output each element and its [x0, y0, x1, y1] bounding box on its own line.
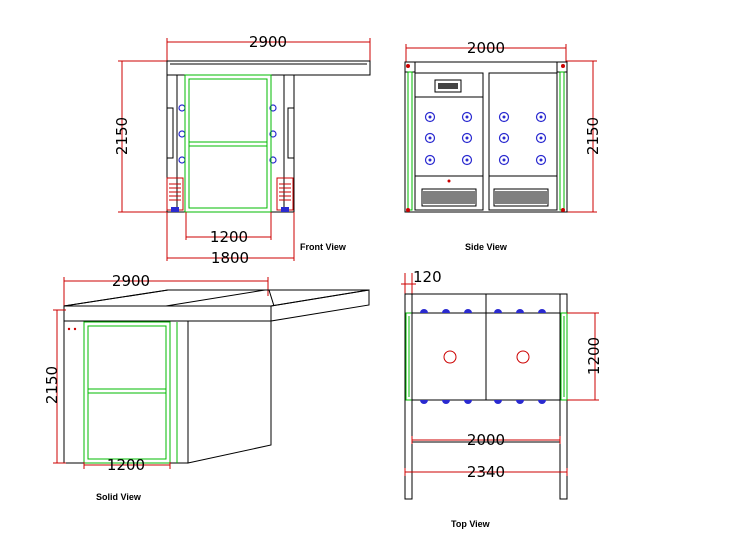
- front-door: [184, 74, 272, 213]
- solid-view-caption: Solid View: [96, 492, 142, 502]
- top-fan-left: [443, 350, 457, 364]
- solid-dim-total-width-label: 2900: [112, 272, 150, 290]
- side-return-grilles: [421, 188, 549, 207]
- solid-body-side: [187, 320, 272, 464]
- front-dim-height-label: 2150: [113, 117, 131, 155]
- front-dim-body-width: 1800: [166, 212, 295, 267]
- side-body: [404, 61, 568, 213]
- top-dim-depth: 1200: [567, 312, 603, 401]
- top-view: 120 1200: [401, 268, 603, 529]
- side-nozzles: [424, 111, 547, 166]
- front-dim-height: 2150: [113, 60, 170, 213]
- solid-body-front: [63, 320, 189, 464]
- top-dim-inner-width: 2000: [411, 431, 561, 449]
- side-control-display: [434, 79, 462, 93]
- solid-door: [83, 321, 178, 464]
- top-nozzles: [420, 309, 546, 404]
- solid-dim-total-width: 2900: [63, 272, 269, 306]
- solid-view: 2900 2150: [43, 272, 370, 502]
- top-dim-side-depth: 120: [401, 268, 442, 294]
- side-dim-width: 2000: [405, 39, 567, 62]
- side-view: 2000 2150: [404, 39, 602, 252]
- front-dim-total-width-label: 2900: [249, 33, 287, 51]
- top-dim-depth-label: 1200: [585, 337, 603, 375]
- top-dim-side-depth-label: 120: [413, 268, 442, 286]
- front-body: [166, 74, 295, 213]
- side-dim-height-label: 2150: [584, 117, 602, 155]
- front-dim-door-width: 1200: [185, 212, 272, 246]
- front-dim-door-width-label: 1200: [210, 228, 248, 246]
- front-dim-body-width-label: 1800: [211, 249, 249, 267]
- top-fan-right: [516, 350, 530, 364]
- front-view-caption: Front View: [300, 242, 347, 252]
- top-dim-inner-width-label: 2000: [467, 431, 505, 449]
- solid-dim-door-width-label: 1200: [107, 456, 145, 474]
- solid-canopy: [63, 289, 370, 322]
- solid-dim-door-width: 1200: [83, 456, 171, 474]
- side-dim-height: 2150: [566, 60, 602, 213]
- front-view: 2900 2150: [113, 33, 371, 267]
- front-return-grilles: [166, 177, 294, 212]
- front-canopy: [166, 60, 371, 76]
- solid-dim-height: 2150: [43, 309, 66, 464]
- top-dim-outer-width: 2340: [404, 463, 568, 481]
- top-dim-outer-width-label: 2340: [467, 463, 505, 481]
- front-nozzles: [178, 104, 277, 164]
- side-view-caption: Side View: [465, 242, 508, 252]
- top-view-caption: Top View: [451, 519, 491, 529]
- solid-dim-height-label: 2150: [43, 366, 61, 404]
- front-dim-total-width: 2900: [166, 33, 371, 70]
- side-dim-width-label: 2000: [467, 39, 505, 57]
